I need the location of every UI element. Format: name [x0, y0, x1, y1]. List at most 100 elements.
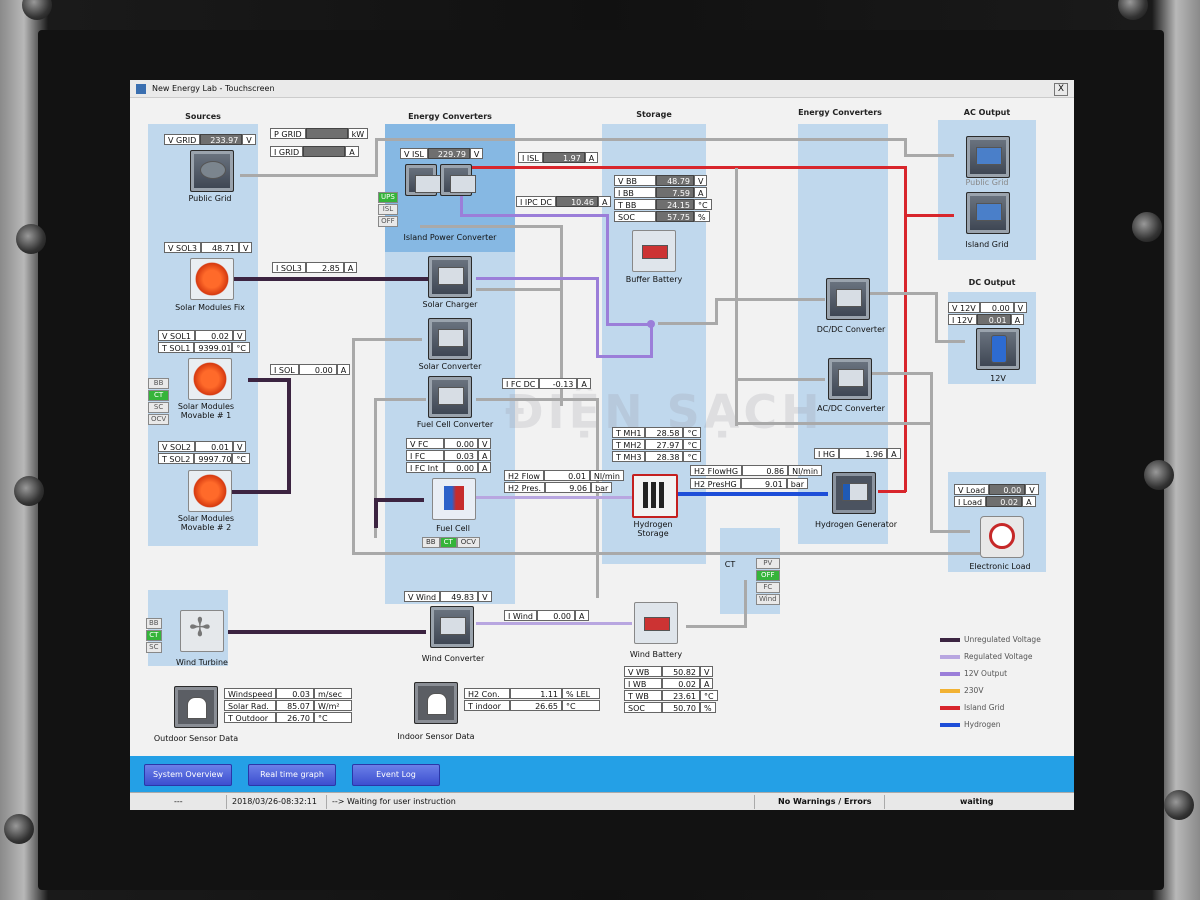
status-message: --> Waiting for user instruction — [332, 797, 456, 806]
real-time-graph-button[interactable]: Real time graph — [248, 764, 336, 786]
fuel-cell-device[interactable] — [432, 478, 476, 520]
header-energy-converters: Energy Converters — [408, 112, 492, 121]
wire — [230, 490, 290, 494]
buffer-battery-device[interactable] — [632, 230, 676, 272]
buffer-battery-label: Buffer Battery — [625, 275, 683, 284]
wire — [904, 166, 907, 492]
ct-label: CT — [724, 560, 736, 569]
wire — [715, 298, 718, 324]
hydrogen-generator-device[interactable] — [832, 472, 876, 514]
wire — [374, 498, 378, 528]
wind-mode-switch[interactable]: BB CT SC — [146, 618, 162, 654]
public-grid-device[interactable] — [190, 150, 234, 192]
wire — [476, 622, 632, 625]
fuel-cell-converter-device[interactable] — [428, 376, 472, 418]
public-grid-output-device[interactable] — [966, 136, 1010, 178]
electronic-load-label: Electronic Load — [969, 562, 1031, 571]
wire — [460, 188, 463, 216]
fuel-cell-converter-label: Fuel Cell Converter — [416, 420, 494, 429]
wire — [744, 580, 747, 628]
system-overview-button[interactable]: System Overview — [144, 764, 232, 786]
wire — [930, 530, 970, 533]
wire — [352, 338, 355, 554]
window-title: New Energy Lab - Touchscreen — [152, 84, 275, 93]
indoor-sensor-device[interactable] — [414, 682, 458, 724]
wind-turbine-device[interactable] — [180, 610, 224, 652]
screw — [14, 476, 44, 506]
wire — [658, 322, 718, 325]
outdoor-sensor-device[interactable] — [174, 686, 218, 728]
solar-movable-1-device[interactable] — [188, 358, 232, 400]
bus-junction — [647, 320, 655, 328]
event-log-button[interactable]: Event Log — [352, 764, 440, 786]
solar-modules-fix-device[interactable] — [190, 258, 234, 300]
wire — [560, 226, 563, 406]
legend-item: Hydrogen — [940, 720, 1041, 729]
close-button[interactable]: X — [1054, 83, 1068, 96]
header-energy-converters-2: Energy Converters — [798, 108, 882, 117]
solar-charger-device[interactable] — [428, 256, 472, 298]
electronic-load-device[interactable] — [980, 516, 1024, 558]
wire — [476, 277, 598, 280]
wire — [375, 140, 378, 176]
legend: Unregulated Voltage Regulated Voltage 12… — [940, 635, 1041, 737]
wind-converter-device[interactable] — [430, 606, 474, 648]
dcdc-converter-label: DC/DC Converter — [816, 325, 886, 334]
wire — [476, 288, 562, 291]
wire — [606, 214, 609, 324]
island-converter-b[interactable] — [440, 164, 476, 196]
wire — [374, 398, 426, 401]
island-converter-a[interactable] — [405, 164, 441, 196]
hydrogen-storage-device[interactable] — [632, 474, 678, 518]
screw — [1132, 212, 1162, 242]
screw — [16, 224, 46, 254]
solar-movable-1-label: Solar Modules Movable # 1 — [177, 402, 235, 420]
legend-item: 230V — [940, 686, 1041, 695]
solar-mode-switch[interactable]: BB CT SC OCV — [148, 378, 170, 426]
window-titlebar: New Energy Lab - Touchscreen X — [130, 80, 1074, 98]
wire — [878, 490, 906, 493]
wire — [230, 277, 428, 281]
screw — [1144, 460, 1174, 490]
solar-converter-device[interactable] — [428, 318, 472, 360]
status-left: --- — [174, 797, 183, 806]
wire — [596, 355, 650, 358]
solar-converter-label: Solar Converter — [418, 362, 482, 371]
wire — [352, 552, 732, 555]
public-grid-label: Public Grid — [188, 194, 232, 203]
wire — [606, 323, 652, 326]
wire — [904, 154, 954, 157]
fuel-cell-mode-switch[interactable]: BB CT OCV — [422, 537, 480, 548]
wire — [686, 625, 746, 628]
outdoor-sensor-label: Outdoor Sensor Data — [153, 734, 239, 743]
island-mode-switch[interactable]: UPS ISL OFF — [378, 192, 398, 228]
wire — [476, 496, 632, 499]
wire — [735, 168, 738, 426]
ct-source-switch[interactable]: PV OFF FC Wind — [756, 558, 780, 606]
legend-item: Island Grid — [940, 703, 1041, 712]
island-grid-output-device[interactable] — [966, 192, 1010, 234]
wind-battery-device[interactable] — [634, 602, 678, 644]
hydrogen-generator-label: Hydrogen Generator — [814, 520, 898, 529]
dcdc-converter-device[interactable] — [826, 278, 870, 320]
acdc-converter-device[interactable] — [828, 358, 872, 400]
solar-movable-2-device[interactable] — [188, 470, 232, 512]
dc-12v-device[interactable] — [976, 328, 1020, 370]
wind-converter-label: Wind Converter — [421, 654, 485, 663]
